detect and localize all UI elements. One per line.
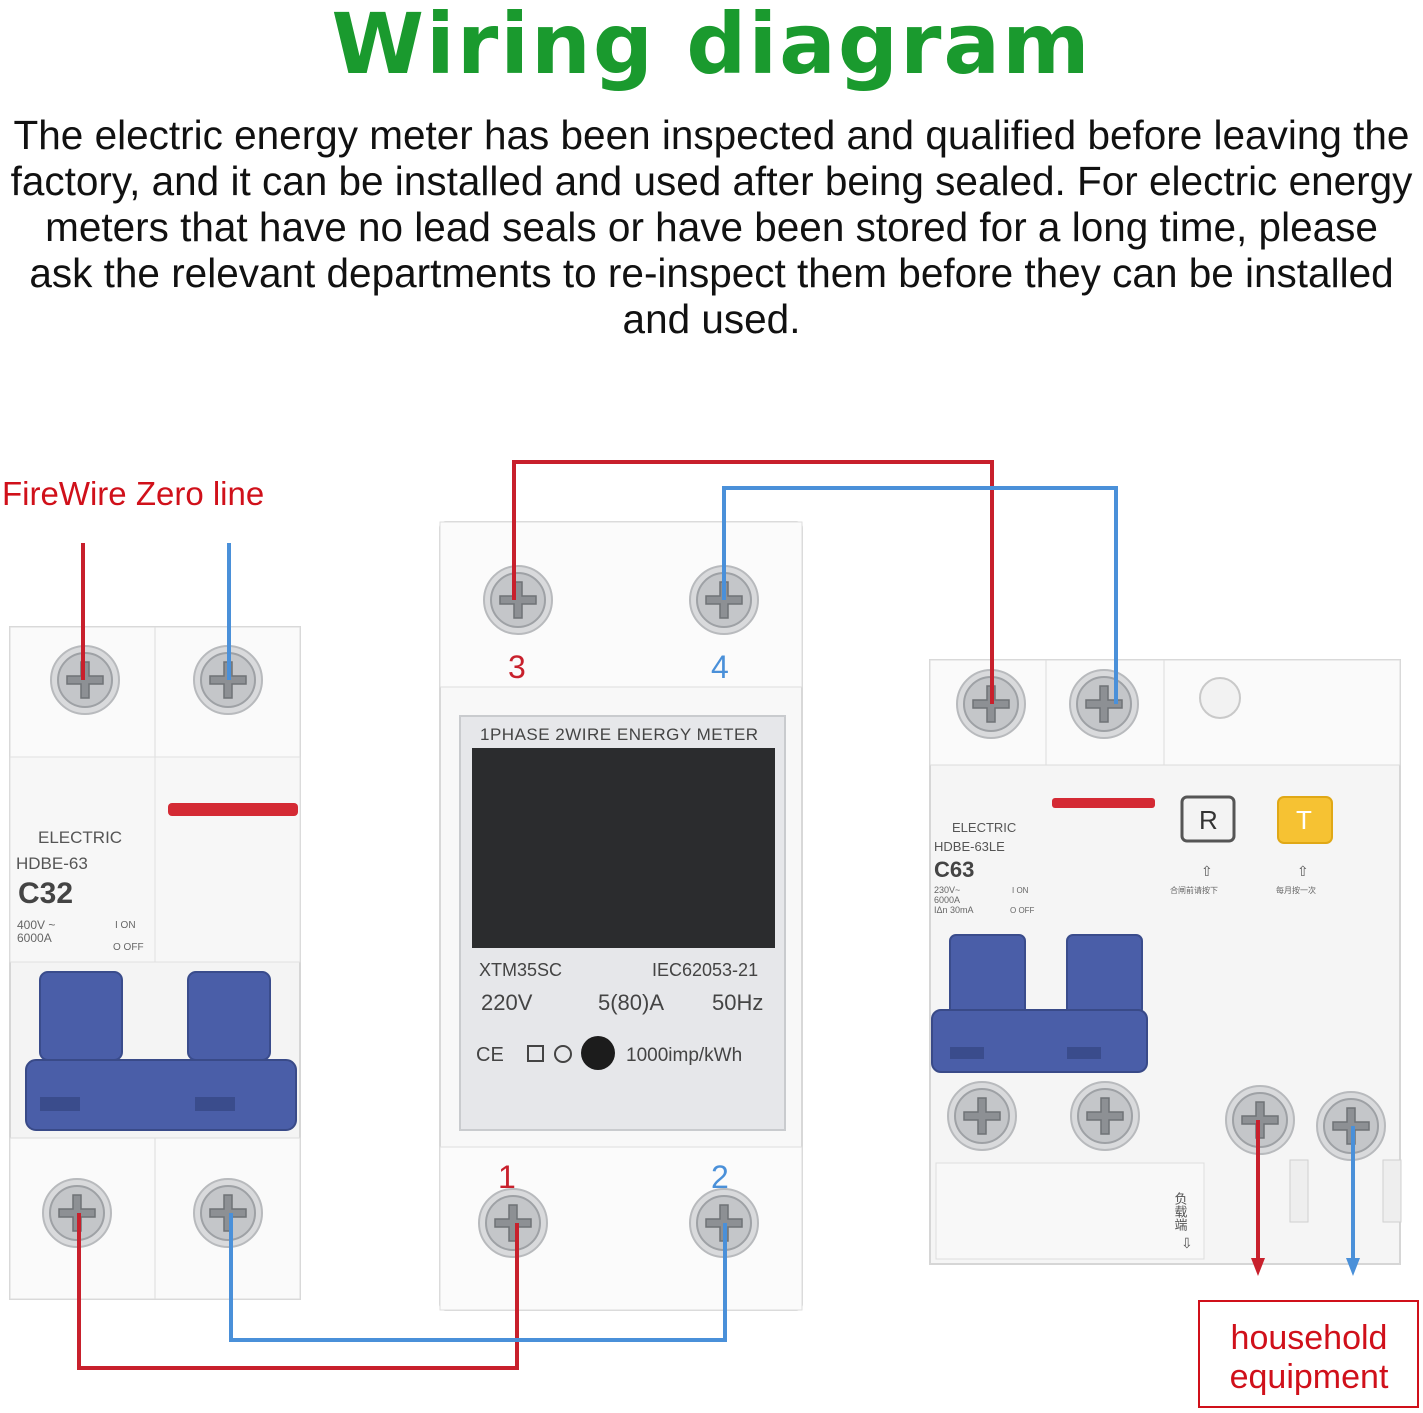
test-button[interactable]: [1277, 796, 1333, 844]
pulse-led-icon: [581, 1036, 615, 1070]
terminal-label-3: 3: [508, 649, 526, 685]
test-window-icon: [1199, 677, 1241, 719]
firewire-label: FireWire Zero line: [2, 475, 264, 512]
test-note: 每月按一次: [1276, 885, 1316, 895]
up-arrow-icon: ⇧: [1297, 863, 1309, 879]
household-equipment-box: household equipment: [1198, 1300, 1419, 1408]
live-wire-meter-to-rcbo: [512, 460, 994, 704]
right-breaker-brand: ELECTRIC: [952, 820, 1016, 835]
double-insulation-icon: [527, 1045, 544, 1062]
status-indicator-bar: [168, 803, 298, 816]
meter-screw-3: [483, 565, 553, 635]
meter-model: XTM35SC: [479, 960, 562, 980]
right-breaker-off: O OFF: [1010, 906, 1035, 915]
left-breaker: ELECTRIC HDBE-63 C32 400V ~ 6000A I ON O…: [9, 626, 301, 1300]
neutral-wire-breaker-to-meter: [229, 1213, 727, 1342]
right-breaker-spec3: IΔn 30mA: [934, 905, 974, 915]
left-breaker-rating: C32: [18, 877, 73, 910]
output-neutral-arrow-icon: [1346, 1258, 1360, 1276]
left-breaker-brand: ELECTRIC: [38, 828, 122, 847]
right-breaker: ELECTRIC HDBE-63LE C63 230V~ 6000A IΔn 3…: [929, 659, 1402, 1265]
reset-label: R: [1199, 805, 1218, 835]
right-breaker-rating: C63: [934, 857, 974, 882]
up-arrow-icon: ⇧: [1201, 863, 1213, 879]
terminal-label-4: 4: [711, 649, 729, 685]
down-arrow-icon: ⇩: [1181, 1235, 1193, 1251]
left-breaker-spec1: 400V ~: [17, 918, 55, 932]
terminal-label-2: 2: [711, 1159, 729, 1195]
meter-standard: IEC62053-21: [652, 960, 758, 980]
meter-frequency: 50Hz: [712, 990, 763, 1015]
live-wire-breaker-to-meter: [77, 1213, 519, 1370]
reset-note: 合闸前请按下: [1170, 885, 1218, 895]
left-breaker-off: O OFF: [113, 942, 144, 953]
right-breaker-model: HDBE-63LE: [934, 839, 1005, 854]
test-label: T: [1296, 805, 1312, 835]
left-breaker-spec2: 6000A: [17, 931, 52, 945]
right-handle-1: [949, 934, 1026, 1016]
neutral-wire-meter-to-rcbo: [722, 486, 1118, 704]
left-handle-1: [39, 971, 123, 1061]
household-label-line1: household: [1231, 1319, 1388, 1357]
left-breaker-on: I ON: [115, 920, 136, 931]
right-handle-2: [1066, 934, 1143, 1016]
right-breaker-spec1: 230V~: [934, 885, 960, 895]
meter-impulse: 1000imp/kWh: [626, 1045, 742, 1066]
intro-paragraph: The electric energy meter has been inspe…: [10, 112, 1413, 342]
output-live-arrow-icon: [1251, 1258, 1265, 1276]
household-label-line2: equipment: [1230, 1358, 1389, 1396]
meter-screw-1: [478, 1188, 548, 1258]
left-breaker-model: HDBE-63: [16, 854, 88, 873]
terminal-label-1: 1: [498, 1159, 516, 1195]
page-title: Wiring diagram: [331, 0, 1092, 93]
right-breaker-spec2: 6000A: [934, 895, 960, 905]
right-screw-bottom-1: [947, 1081, 1017, 1151]
left-handle-bar: [25, 1059, 297, 1131]
right-status-indicator-bar: [1052, 798, 1155, 808]
right-handle-bar: [931, 1009, 1148, 1073]
load-side-label: 负载端: [1173, 1192, 1188, 1231]
reset-button[interactable]: [1180, 795, 1236, 843]
right-screw-bottom-2: [1070, 1081, 1140, 1151]
wires: [77, 460, 1355, 1370]
meter-current: 5(80)A: [598, 990, 664, 1015]
ce-mark: CE: [476, 1044, 504, 1066]
energy-meter: 1PHASE 2WIRE ENERGY METER XTM35SC IEC620…: [439, 521, 803, 1311]
right-screw-top-2: [1069, 669, 1139, 739]
meter-header: 1PHASE 2WIRE ENERGY METER: [480, 725, 759, 744]
class-icon: [554, 1045, 572, 1063]
left-handle-2: [187, 971, 271, 1061]
meter-voltage: 220V: [481, 990, 533, 1015]
left-breaker-screw-bottom-2: [193, 1178, 263, 1248]
right-breaker-on: I ON: [1012, 886, 1029, 895]
meter-lcd: [472, 748, 775, 948]
